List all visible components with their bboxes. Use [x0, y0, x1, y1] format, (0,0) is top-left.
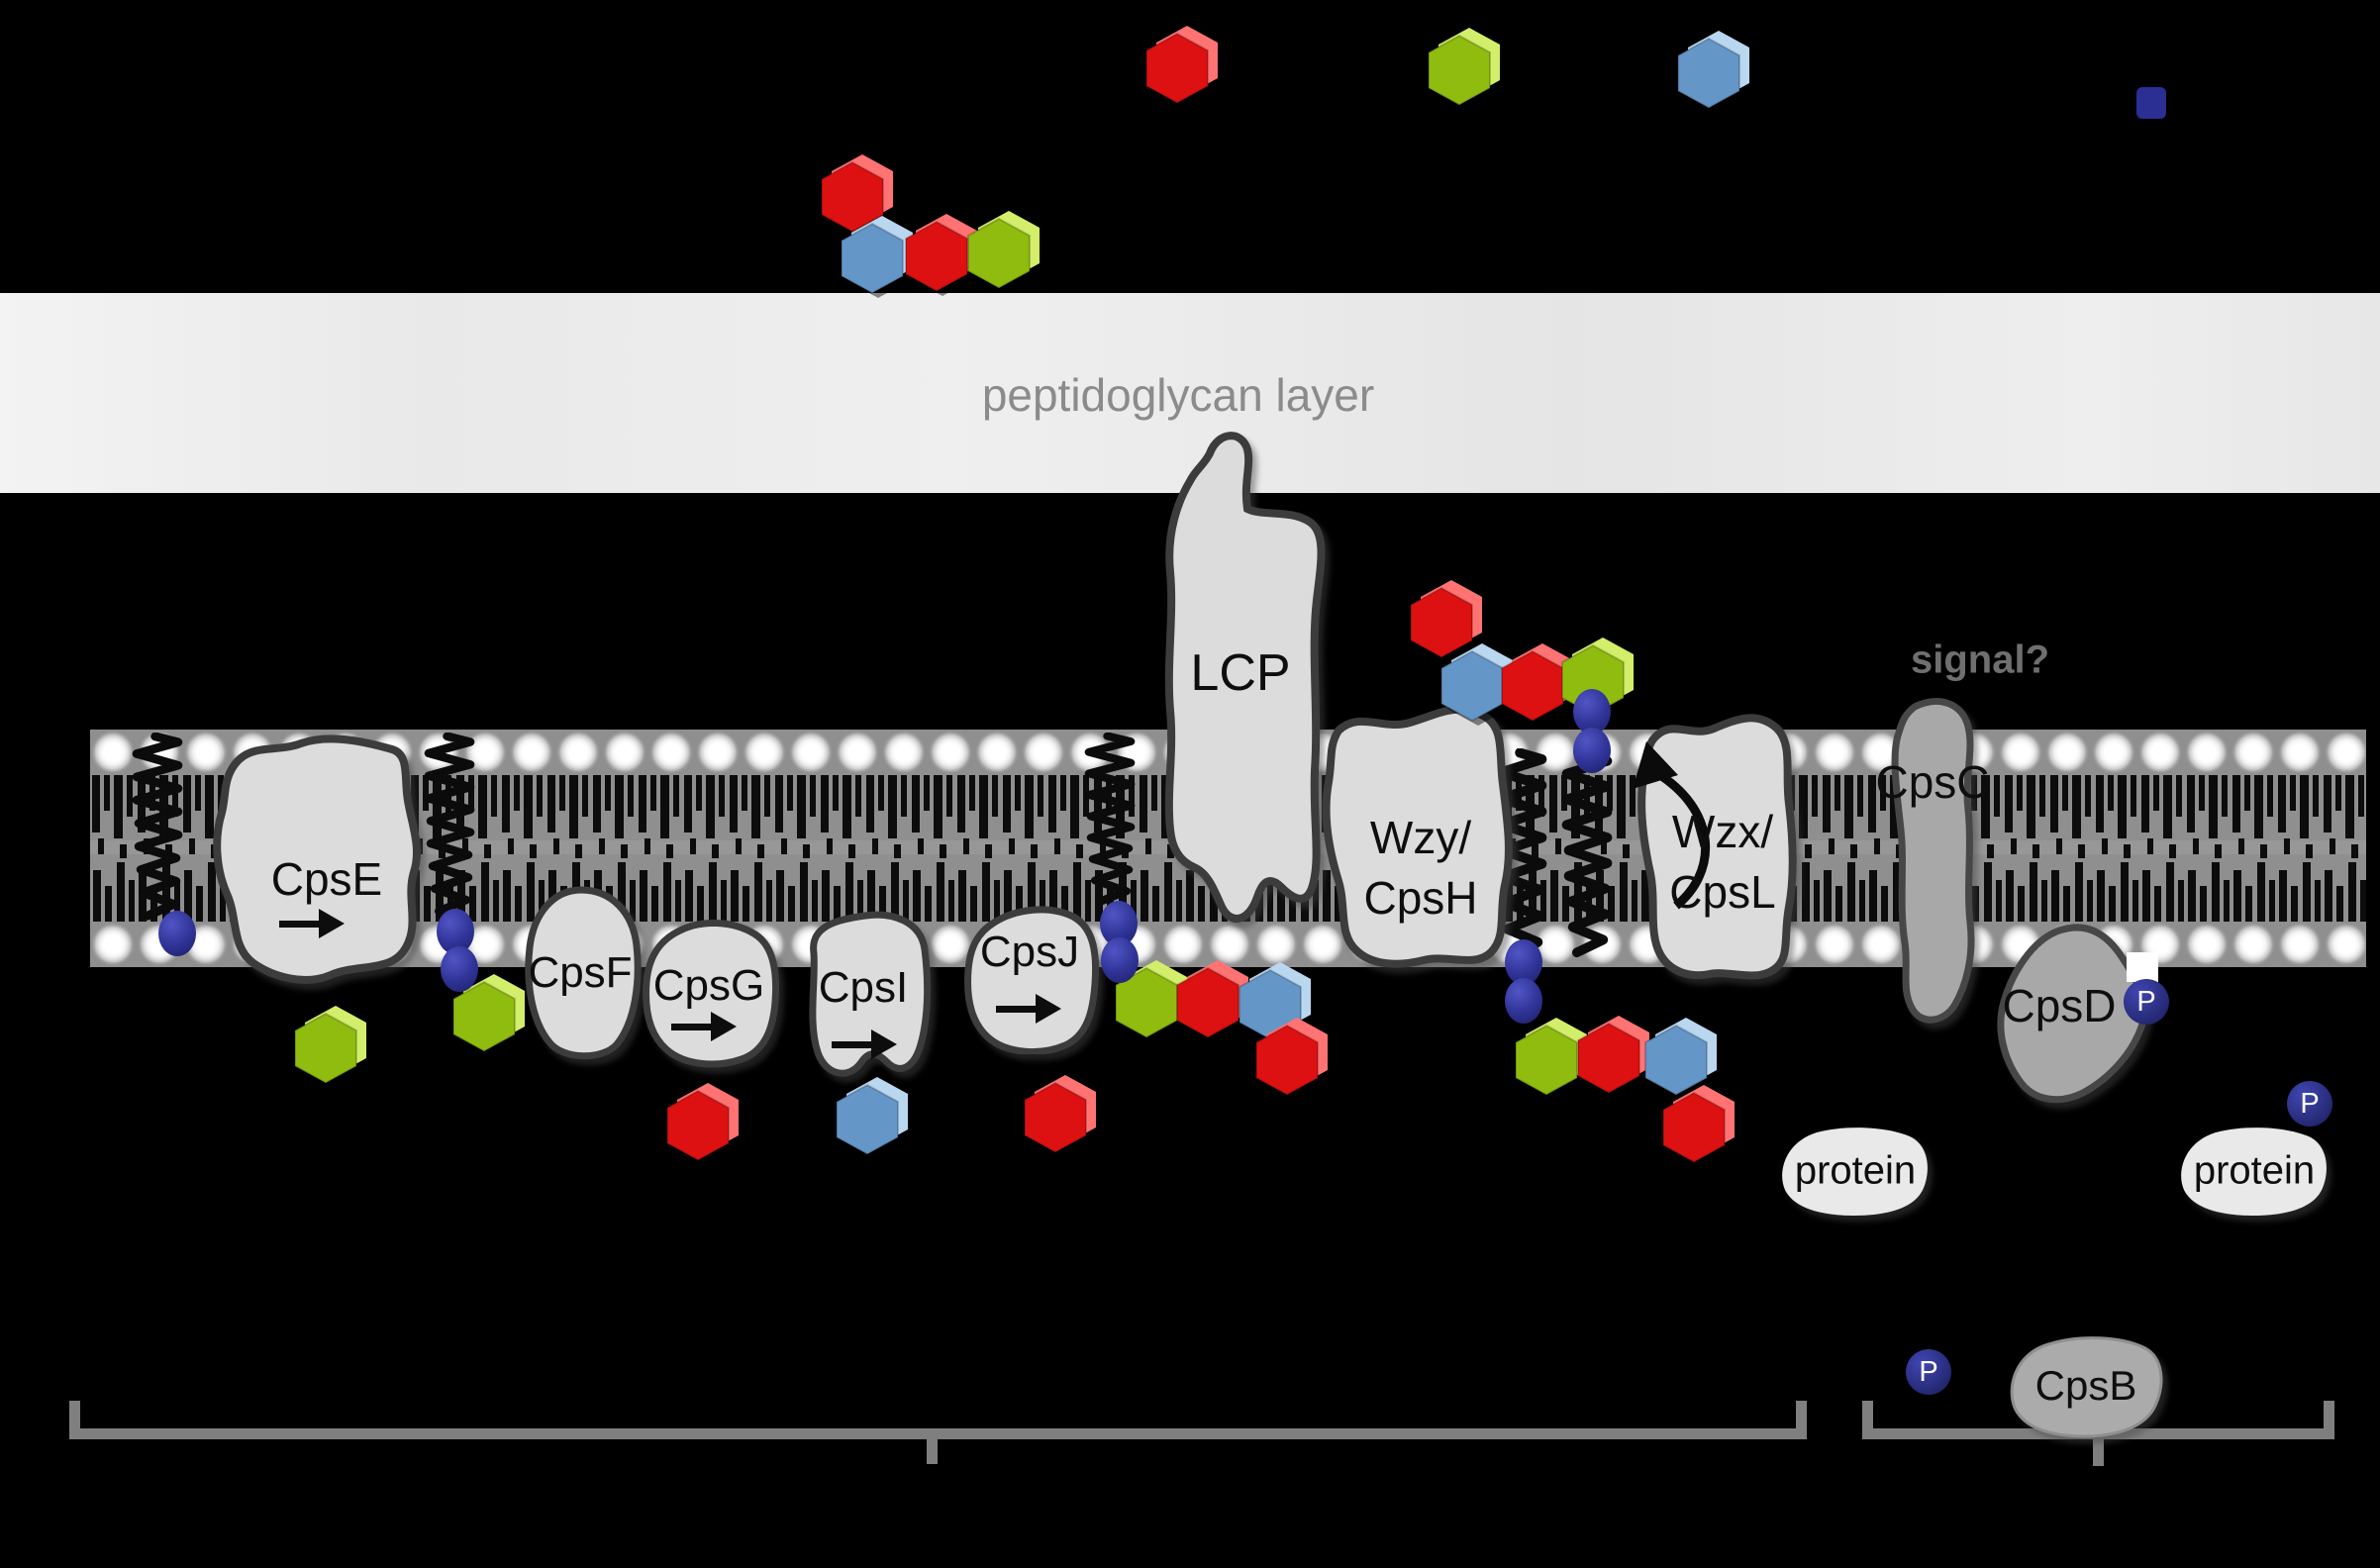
flippase-arrow-icon — [1633, 741, 1710, 910]
wzy-label-line2: CpsH — [1363, 872, 1478, 924]
lipid-carrier-icon — [1101, 937, 1139, 983]
cpse-reaction-arrow-icon — [279, 909, 345, 938]
wzy-label-line1: Wzy/ — [1369, 812, 1472, 863]
lipid-carrier-icon — [441, 946, 478, 992]
lipid-anchor-icon — [1079, 733, 1140, 911]
sugar-hexagon-icon — [896, 206, 981, 297]
protein-lcp — [1146, 426, 1335, 960]
signal-label: signal? — [1910, 637, 2050, 682]
sugar-hexagon-icon — [1167, 952, 1252, 1043]
wzx-label-line2: CpsL — [1669, 866, 1776, 918]
cpse-label: CpsE — [270, 853, 383, 905]
protein-left-label: protein — [1794, 1148, 1917, 1193]
sugar-hexagon-icon — [1015, 1067, 1100, 1158]
protein-cpsi — [790, 906, 939, 1089]
lipid-carrier-icon — [1573, 728, 1611, 773]
sugar-hexagon-icon — [1106, 952, 1191, 1043]
protein-wzx-cpsl — [1627, 699, 1800, 986]
lipid-carrier-icon — [1573, 689, 1611, 735]
lipid-carrier-icon — [1505, 939, 1542, 985]
cpsi-reaction-arrow-icon — [832, 1029, 897, 1059]
cpsg-label: CpsG — [652, 961, 765, 1010]
white-marker — [2127, 952, 2158, 982]
cpsj-reaction-arrow-icon — [996, 994, 1061, 1024]
sugar-hexagon-icon — [1568, 1008, 1653, 1099]
sugar-hexagon-icon — [1492, 636, 1577, 727]
protein-substrate-left — [1777, 1125, 1934, 1218]
sugar-hexagon-icon — [285, 998, 370, 1089]
phosphate-badge: P — [2287, 1081, 2332, 1127]
sugar-hexagon-icon — [1668, 23, 1753, 114]
cpsb-label: CpsB — [2034, 1362, 2137, 1409]
sugar-hexagon-icon — [1653, 1077, 1738, 1168]
sugar-hexagon-icon — [1432, 636, 1517, 727]
bracket-left-end2 — [1796, 1401, 1807, 1439]
sugar-hexagon-icon — [1636, 1010, 1721, 1101]
sugar-hexagon-icon — [832, 208, 917, 299]
protein-cpse — [198, 728, 436, 995]
sugar-hexagon-icon — [1137, 18, 1222, 109]
protein-cpsj — [958, 901, 1102, 1054]
sugar-hexagon-icon — [812, 147, 897, 238]
bracket-left-center-tick — [927, 1428, 938, 1464]
sugar-hexagon-icon — [444, 966, 529, 1057]
bracket-right-center-tick — [2093, 1428, 2104, 1466]
bracket-left-end1 — [69, 1401, 80, 1439]
sugar-hexagon-icon — [657, 1075, 743, 1166]
wzx-label-line1: Wzx/ — [1671, 806, 1774, 857]
sugar-hexagon-icon — [1419, 20, 1504, 111]
cpsg-reaction-arrow-icon — [671, 1012, 737, 1041]
protein-right-label: protein — [2193, 1148, 2316, 1193]
sugar-hexagon-icon — [1246, 1010, 1332, 1101]
protein-substrate-right — [2176, 1125, 2332, 1218]
sugar-hexagon-icon — [827, 1069, 912, 1160]
cpsc-label: CpsC — [1875, 756, 1990, 808]
lipid-carrier-icon — [1505, 978, 1542, 1024]
cpsf-label: CpsF — [528, 948, 633, 997]
lcp-label: LCP — [1190, 644, 1291, 702]
sugar-hexagon-icon — [1401, 572, 1486, 663]
lipid-carrier-icon — [158, 911, 196, 956]
cpsi-label: CpsI — [818, 963, 909, 1012]
cpsd-label: CpsD — [2002, 980, 2117, 1031]
phosphate-badge: P — [1906, 1349, 1951, 1395]
peptidoglycan-band — [0, 293, 2380, 493]
bracket-right-end2 — [2324, 1401, 2334, 1439]
cpsj-label: CpsJ — [979, 928, 1080, 976]
protein-cpsc — [1871, 693, 1990, 1034]
phosphate-legend-icon — [2136, 87, 2166, 119]
sugar-hexagon-icon — [1506, 1010, 1591, 1101]
peptidoglycan-label: peptidoglycan layer — [981, 369, 1375, 421]
sugar-hexagon-icon — [1230, 954, 1315, 1045]
protein-cpsd — [1982, 919, 2155, 1117]
bracket-left-bar — [69, 1428, 1807, 1439]
bracket-right-end1 — [1862, 1401, 1873, 1439]
protein-cpsb — [2005, 1334, 2168, 1438]
phosphate-badge: P — [2124, 979, 2169, 1025]
lipid-anchor-icon — [127, 733, 188, 926]
protein-cpsf — [520, 884, 644, 1062]
sugar-hexagon-icon — [958, 203, 1043, 294]
